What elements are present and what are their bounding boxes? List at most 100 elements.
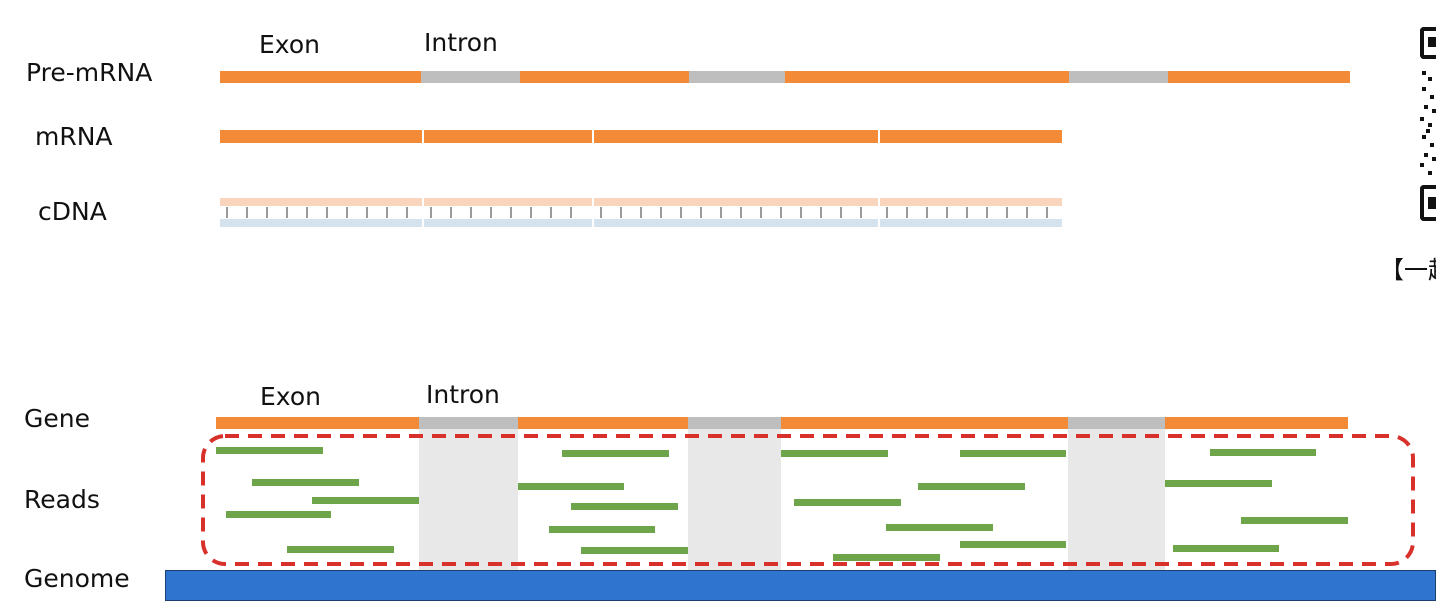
cdna-top-strand-4 (880, 198, 1062, 206)
cdna-base-pair (680, 207, 682, 218)
cdna-base-pair (286, 207, 288, 218)
sequencing-read (312, 497, 419, 504)
cdna-base-pair (226, 207, 228, 218)
gene-exon-1 (216, 417, 419, 429)
cdna-base-pair (986, 207, 988, 218)
cdna-base-pair (430, 207, 432, 218)
qr-finder-top (1420, 27, 1436, 59)
sequencing-read (794, 499, 901, 506)
cdna-base-pair (926, 207, 928, 218)
sequencing-read (833, 554, 940, 561)
cdna-base-pair (326, 207, 328, 218)
gene-intron-1 (419, 417, 518, 429)
mrna-exon-3 (594, 130, 878, 143)
cdna-base-pair (510, 207, 512, 218)
cdna-base-pair (530, 207, 532, 218)
sequencing-read (287, 546, 394, 553)
qr-module (1426, 129, 1430, 133)
qr-finder-top-inner (1428, 37, 1436, 47)
cdna-base-pair (840, 207, 842, 218)
qr-module (1422, 135, 1426, 139)
qr-module (1432, 157, 1436, 161)
qr-module (1432, 109, 1436, 113)
cdna-base-pair (760, 207, 762, 218)
cdna-bottom-strand-3 (594, 219, 878, 227)
cdna-base-pair (266, 207, 268, 218)
sequencing-read (571, 503, 678, 510)
exon-label-top: Exon (259, 30, 320, 59)
intron-label-bottom: Intron (426, 380, 500, 409)
sequencing-read (960, 541, 1066, 548)
qr-module (1428, 171, 1432, 175)
cdna-base-pair (1006, 207, 1008, 218)
sequencing-read (252, 479, 359, 486)
cdna-base-pair (366, 207, 368, 218)
side-text-fragment: 【一起 (1380, 256, 1436, 284)
sequencing-read (886, 524, 993, 531)
intron-shade-3 (1068, 428, 1165, 570)
sequencing-read (581, 547, 688, 554)
cdna-base-pair (660, 207, 662, 218)
pre-mrna-intron-1 (421, 71, 520, 83)
intron-label-top: Intron (424, 28, 498, 57)
cdna-base-pair (1026, 207, 1028, 218)
sequencing-read (549, 526, 655, 533)
cdna-base-pair (800, 207, 802, 218)
cdna-bottom-strand-4 (880, 219, 1062, 227)
qr-finder-bottom (1420, 185, 1436, 221)
intron-shade-2 (688, 428, 781, 570)
mrna-label: mRNA (35, 122, 113, 151)
genome-label: Genome (24, 564, 130, 593)
exon-label-bottom: Exon (260, 382, 321, 411)
cdna-base-pair (720, 207, 722, 218)
qr-module (1430, 95, 1434, 99)
cdna-base-pair (820, 207, 822, 218)
cdna-base-pair (886, 207, 888, 218)
cdna-base-pair (470, 207, 472, 218)
sequencing-read (216, 447, 323, 454)
qr-code-fragment (1418, 25, 1436, 225)
gene-exon-2 (518, 417, 688, 429)
cdna-bottom-strand-1 (220, 219, 422, 227)
cdna-base-pair (306, 207, 308, 218)
gene-exon-3 (781, 417, 1068, 429)
sequencing-read (781, 450, 888, 457)
cdna-base-pair (966, 207, 968, 218)
cdna-base-pair (1046, 207, 1048, 218)
cdna-label: cDNA (38, 197, 107, 226)
pre-mrna-label: Pre-mRNA (26, 58, 153, 87)
cdna-base-pair (386, 207, 388, 218)
qr-module (1422, 71, 1426, 75)
sequencing-read (1210, 449, 1316, 456)
cdna-base-pair (780, 207, 782, 218)
pre-mrna-intron-2 (689, 71, 785, 83)
cdna-base-pair (700, 207, 702, 218)
mrna-exon-4 (880, 130, 1062, 143)
sequencing-read (960, 450, 1066, 457)
mrna-exon-2 (424, 130, 592, 143)
sequencing-read (1241, 517, 1348, 524)
qr-module (1420, 117, 1424, 121)
cdna-base-pair (550, 207, 552, 218)
reads-label: Reads (24, 485, 100, 514)
qr-finder-bottom-inner (1428, 197, 1436, 209)
mrna-exon-1 (220, 130, 422, 143)
sequencing-read (226, 511, 331, 518)
sequencing-read (1173, 545, 1279, 552)
pre-mrna-intron-3 (1069, 71, 1168, 83)
cdna-base-pair (570, 207, 572, 218)
qr-module (1422, 87, 1426, 91)
cdna-base-pair (600, 207, 602, 218)
cdna-base-pair (450, 207, 452, 218)
qr-module (1424, 105, 1428, 109)
cdna-base-pair (620, 207, 622, 218)
cdna-bottom-strand-2 (424, 219, 592, 227)
sequencing-read (562, 450, 669, 457)
pre-mrna-exon-1 (220, 71, 421, 83)
genome-bar (165, 570, 1436, 601)
qr-module (1428, 123, 1432, 127)
sequencing-read (918, 483, 1025, 490)
cdna-base-pair (740, 207, 742, 218)
